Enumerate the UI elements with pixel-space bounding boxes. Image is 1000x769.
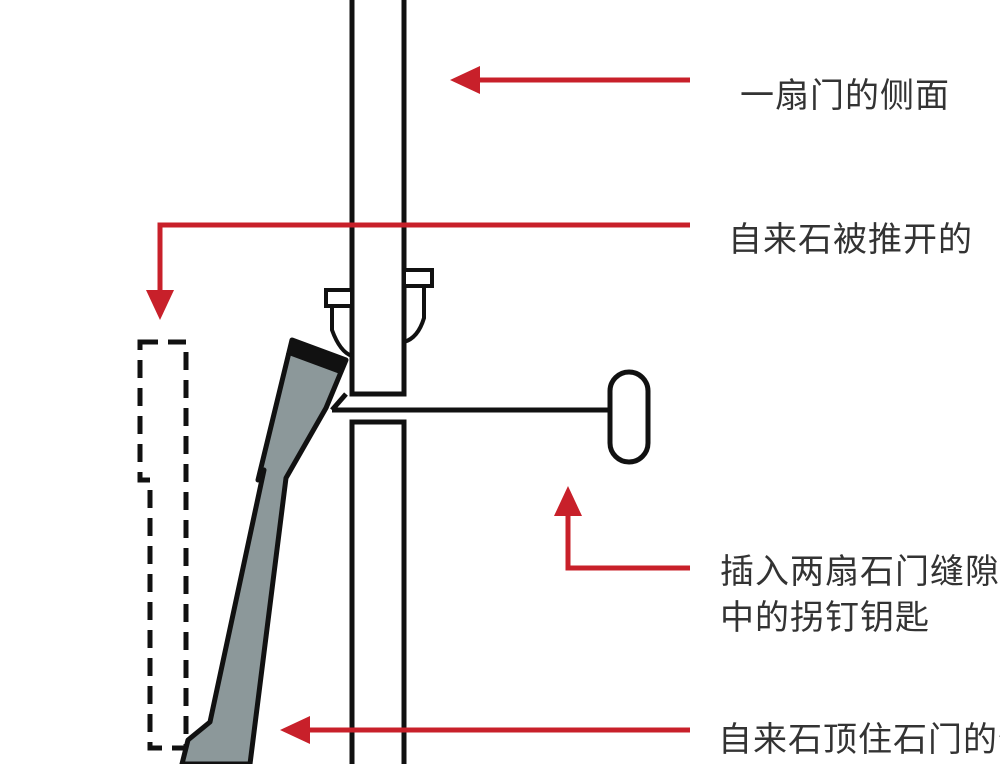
label-key-line1: 插入两扇石门缝隙: [720, 552, 1000, 592]
annotation-arrowheads: [146, 66, 582, 744]
arrowhead-stone-pushed: [146, 290, 174, 320]
bracket-right-hook: [403, 286, 426, 344]
stone-top-cap: [286, 340, 346, 374]
arrowhead-key: [554, 486, 582, 516]
door-bracket: [324, 268, 434, 358]
arrowhead-door-side: [450, 66, 480, 94]
bracket-right-tab: [402, 268, 434, 288]
dashed-stone-outline: [137, 339, 189, 751]
arrow-stone-pushed-line: [157, 222, 690, 300]
key-handle-loop: [607, 369, 651, 465]
bent-nail-key: [330, 369, 651, 465]
stone-open-position-dashed: [137, 339, 189, 751]
door-side-panel: [349, 0, 407, 769]
bracket-left-hook: [330, 306, 353, 358]
label-stone-holds: 自来石顶住石门的位: [718, 720, 1000, 760]
label-door-side: 一扇门的侧面: [740, 76, 950, 116]
key-hook-end: [330, 392, 348, 412]
stone-bracing-door: [179, 337, 349, 767]
door-upper-section: [349, 0, 407, 397]
annotation-arrows: [157, 77, 690, 733]
door-lower-section: [349, 419, 407, 769]
bracket-left-tab: [324, 288, 354, 308]
label-key-line2: 中的拐钉钥匙: [720, 598, 930, 638]
stone-body: [179, 337, 349, 767]
label-stone-pushed: 自来石被推开的: [728, 220, 973, 260]
arrow-key-line: [565, 508, 690, 571]
arrowhead-stone-holds: [280, 716, 310, 744]
